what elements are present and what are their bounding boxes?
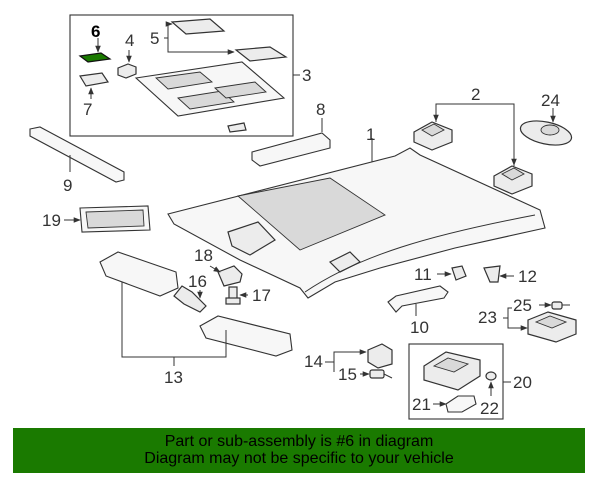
part-7-pad (79, 72, 110, 87)
callout-21: 21 (412, 395, 431, 414)
callout-22: 22 (480, 399, 499, 418)
callout-25: 25 (513, 296, 532, 315)
part-24-lamp (519, 120, 573, 146)
part-12-clip (483, 265, 501, 283)
info-banner: Part or sub-assembly is #6 in diagram Di… (13, 428, 585, 473)
part-22-bulb (485, 371, 497, 381)
part-15-bulb (369, 369, 393, 379)
part-23-lamp (527, 311, 577, 343)
callout-23: 23 (478, 308, 497, 327)
callout-18: 18 (194, 246, 213, 265)
part-9-strip (29, 126, 125, 183)
callout-12: 12 (518, 267, 537, 286)
part-6-shape[interactable] (78, 52, 112, 63)
callout-11: 11 (414, 265, 432, 284)
callout-1: 1 (366, 125, 375, 144)
part-19-frame (79, 205, 151, 233)
callout-20: 20 (513, 373, 532, 392)
part-25-bulb (551, 301, 570, 310)
callout-10: 10 (410, 318, 429, 337)
part-16-bracket (173, 285, 207, 313)
part-8-strip (251, 132, 331, 167)
part-10-handle (387, 285, 449, 313)
parts-diagram: 6 7 4 5 3 9 8 1 2 24 (29, 14, 577, 420)
callout-4: 4 (125, 31, 134, 50)
callout-2: 2 (471, 85, 480, 104)
callout-24: 24 (541, 91, 560, 110)
part-3-panel (134, 61, 286, 133)
part-1-headliner (167, 147, 546, 299)
callout-17: 17 (252, 286, 271, 305)
part-5-pad-upper (170, 18, 226, 35)
part-21-seal (445, 395, 477, 413)
part-14-bracket (367, 343, 393, 369)
part-11-clip (451, 265, 467, 281)
callout-15: 15 (338, 365, 357, 384)
part-6-pad-highlighted[interactable] (78, 52, 112, 63)
callout-5: 5 (150, 29, 159, 48)
info-banner-line-2: Diagram may not be specific to your vehi… (144, 450, 454, 467)
part-2-lamp-left (413, 121, 453, 151)
callout-6[interactable]: 6 (91, 22, 100, 41)
callout-19: 19 (42, 211, 61, 230)
callout-14: 14 (304, 352, 323, 371)
callout-7: 7 (83, 100, 92, 119)
callout-13: 13 (164, 368, 183, 387)
part-5-pad-lower (234, 46, 288, 62)
part-2-lamp-right (493, 165, 533, 195)
callout-16: 16 (188, 272, 207, 291)
callout-9: 9 (63, 176, 72, 195)
part-13-visor-left (99, 251, 179, 297)
callout-8: 8 (316, 100, 325, 119)
part-20-lamp-housing (423, 351, 481, 391)
part-4-clip (117, 63, 137, 79)
callout-3: 3 (302, 66, 311, 85)
part-13-visor-right (199, 315, 293, 357)
part-17-pin (225, 286, 241, 305)
part-18-clip (217, 265, 243, 287)
info-banner-line-1: Part or sub-assembly is #6 in diagram (164, 433, 434, 450)
